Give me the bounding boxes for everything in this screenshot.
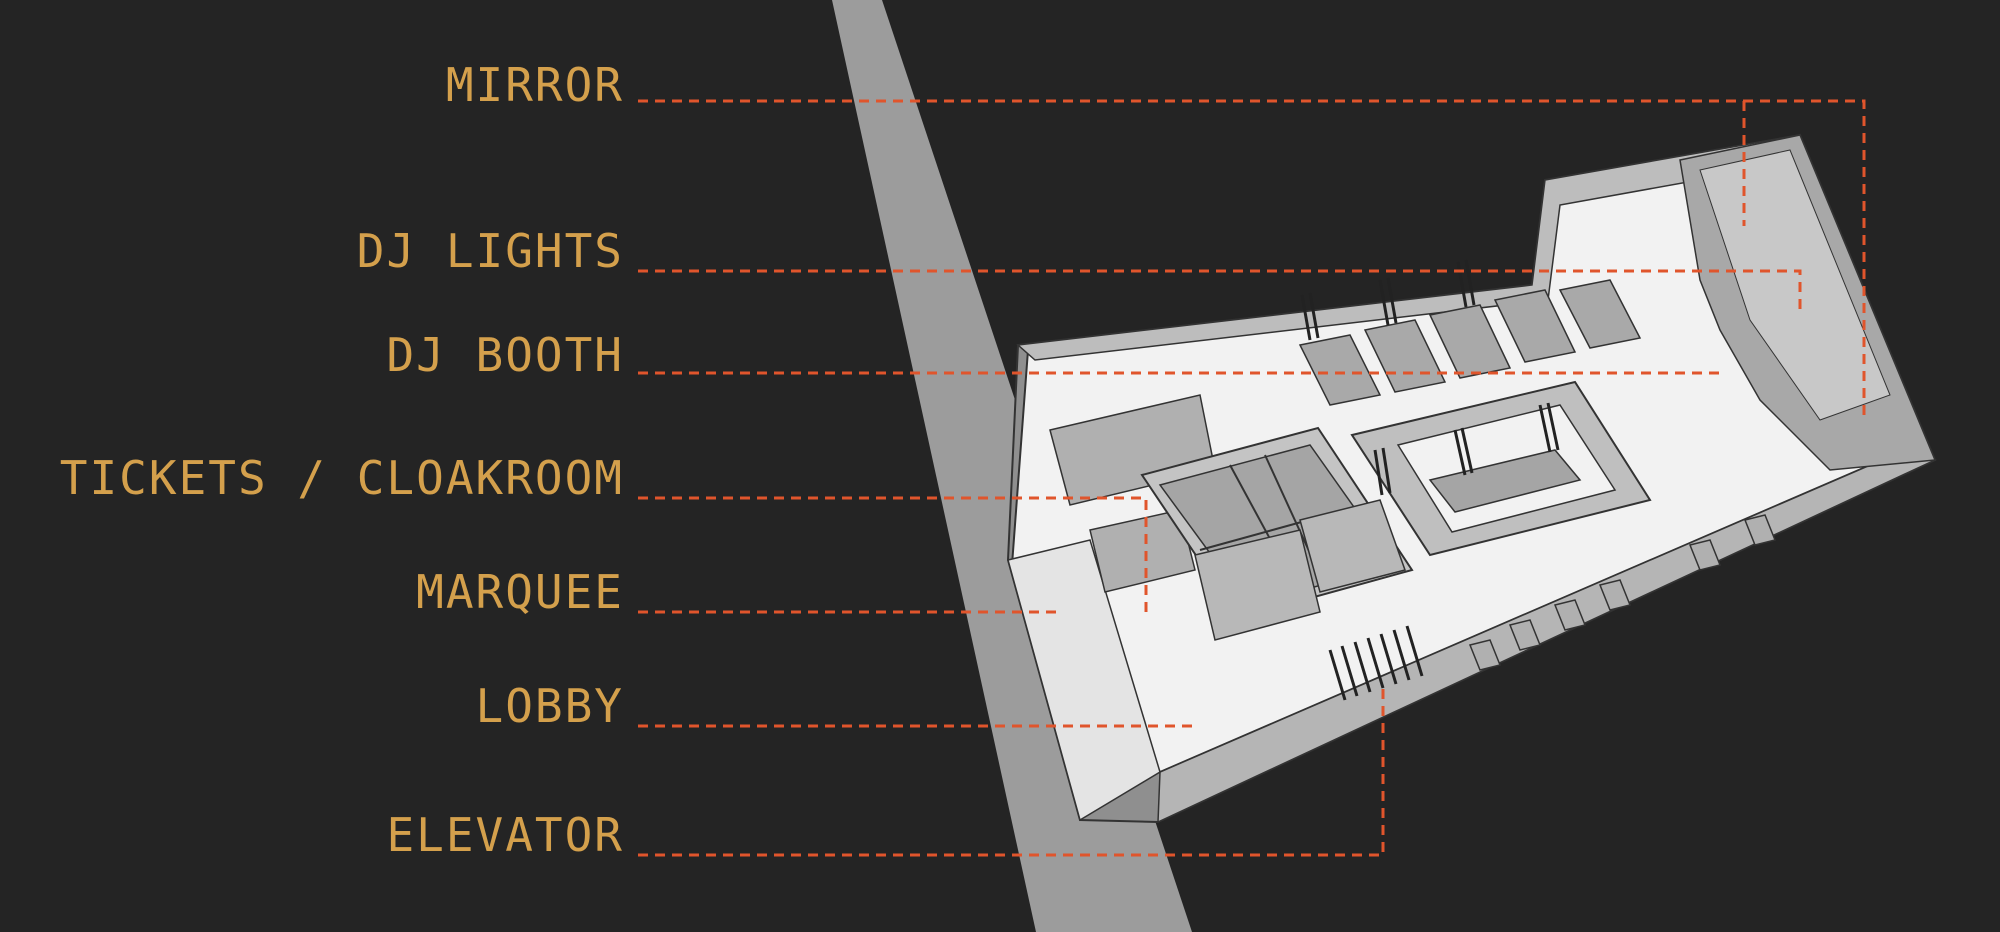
label-dj-lights: DJ LIGHTS — [356, 224, 624, 278]
back-wall-booths — [1298, 279, 1642, 406]
label-mirror: MIRROR — [445, 58, 624, 112]
mirror-leader-line — [638, 99, 1866, 418]
label-lobby: LOBBY — [475, 679, 624, 733]
label-dj-booth: DJ BOOTH — [386, 328, 624, 382]
right-room-floor — [1699, 149, 1891, 421]
leader-lines — [638, 99, 1866, 857]
tickets-cloakroom-leader-line — [638, 496, 1148, 612]
label-elevator: ELEVATOR — [386, 808, 624, 862]
elevator-shafts — [1328, 625, 1424, 701]
dj-lights-leader-line — [638, 269, 1802, 315]
dj-booth-block — [1428, 449, 1582, 513]
marquee-plinth — [1007, 539, 1161, 822]
left-room-2 — [1089, 509, 1196, 593]
cloakroom-cell — [1194, 529, 1321, 641]
cloakroom-cell-2 — [1299, 499, 1406, 593]
label-marquee: MARQUEE — [416, 565, 624, 619]
dj-light-stands — [1373, 402, 1560, 496]
front-wall-booths — [1468, 514, 1777, 671]
label-tickets-cloakroom: TICKETS / CLOAKROOM — [59, 451, 624, 505]
